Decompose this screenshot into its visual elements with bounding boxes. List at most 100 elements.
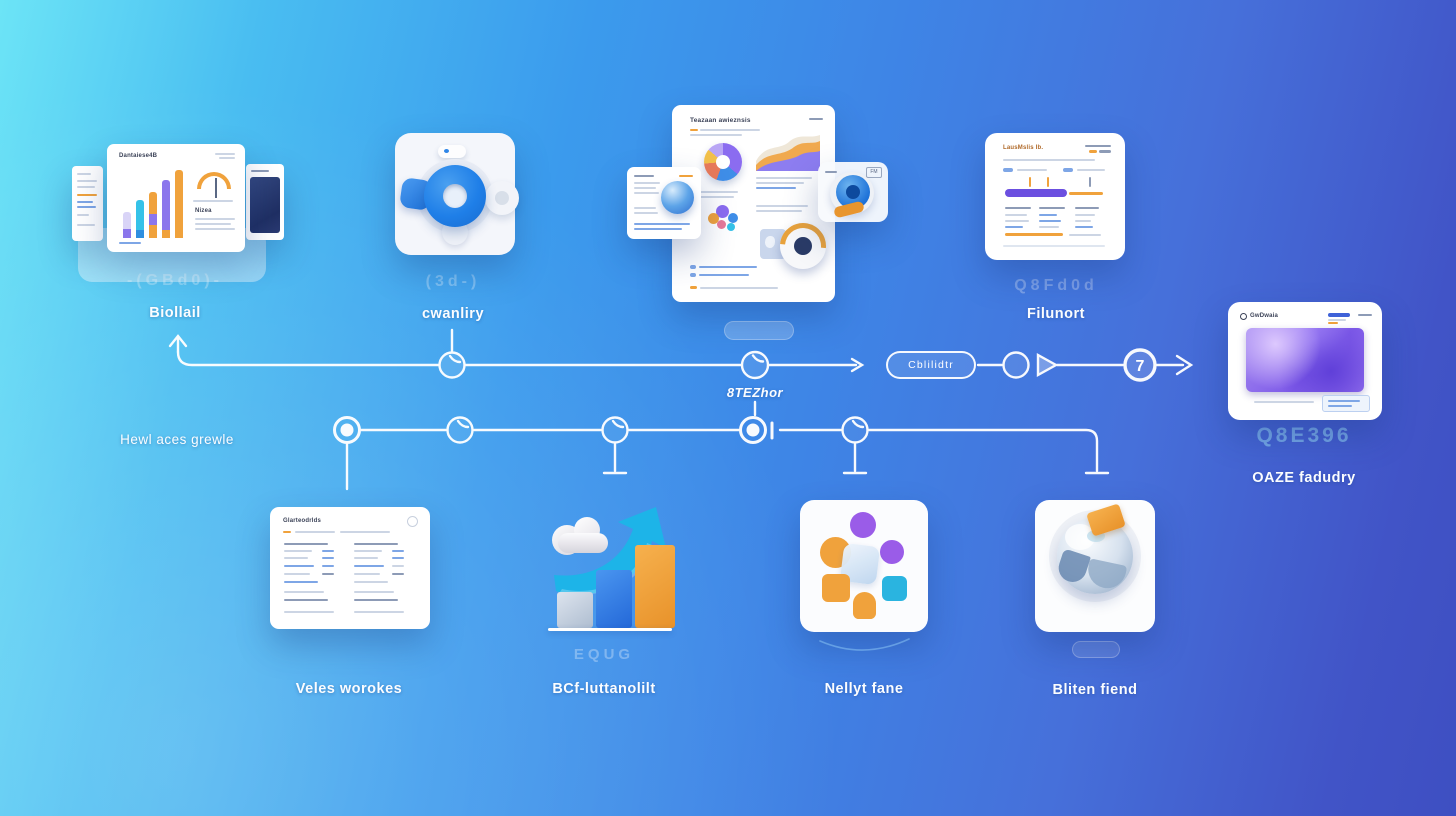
avatar-icon bbox=[407, 516, 418, 527]
skeleton-line bbox=[1005, 226, 1023, 228]
gear-card[interactable] bbox=[395, 133, 519, 255]
skeleton-line bbox=[195, 223, 231, 225]
bar-grey bbox=[557, 592, 593, 628]
skeleton-line bbox=[1099, 150, 1111, 153]
gear-donut-hole bbox=[443, 184, 467, 208]
skeleton-line bbox=[1029, 177, 1031, 187]
skeleton-line bbox=[1069, 234, 1101, 236]
skeleton-line bbox=[634, 192, 659, 194]
nav-pill[interactable] bbox=[1328, 313, 1350, 317]
dashboard-side-card-right[interactable] bbox=[246, 164, 284, 240]
veles-card[interactable]: Glarteodrlds bbox=[270, 507, 430, 629]
skeleton-line bbox=[354, 611, 404, 613]
shapes-card[interactable] bbox=[800, 500, 928, 632]
timeline-node-3[interactable] bbox=[1002, 351, 1030, 379]
skeleton-line bbox=[354, 543, 398, 545]
skeleton-line bbox=[354, 557, 378, 559]
skeleton-line bbox=[284, 543, 328, 545]
bar-chart bbox=[119, 164, 189, 238]
skeleton-line bbox=[690, 129, 698, 131]
timeline-node-1[interactable] bbox=[438, 351, 466, 379]
wave-chart bbox=[756, 135, 820, 171]
arrow-up-connector bbox=[168, 334, 188, 354]
glossy-sphere bbox=[661, 181, 694, 214]
progress-pill bbox=[724, 321, 794, 340]
skeleton-line bbox=[284, 581, 318, 583]
row2-node-2[interactable] bbox=[446, 416, 474, 444]
gear-satellite-right-hole bbox=[495, 191, 509, 205]
skeleton-line bbox=[634, 228, 682, 230]
skeleton-line bbox=[1328, 322, 1338, 324]
row2-node-3[interactable] bbox=[601, 416, 629, 444]
badge-circle[interactable] bbox=[1123, 348, 1157, 382]
stage-label-bcf: BCf-luttanolilt bbox=[552, 681, 656, 697]
skeleton-line bbox=[284, 550, 312, 552]
skeleton-line bbox=[1358, 314, 1372, 316]
dashboard-side-card-left[interactable] bbox=[72, 166, 103, 241]
skeleton-line bbox=[284, 573, 310, 575]
purple-artwork[interactable] bbox=[1246, 328, 1364, 392]
skeleton-line bbox=[1003, 168, 1013, 172]
base-platform bbox=[548, 628, 672, 631]
dashboard-main-card[interactable]: Dantaiese4B Nizea bbox=[107, 144, 245, 252]
row2-node-1-dot bbox=[340, 423, 354, 437]
skeleton-line bbox=[825, 171, 837, 173]
row2-node-4-dot bbox=[746, 423, 760, 437]
skeleton-line bbox=[77, 224, 95, 226]
skeleton-line bbox=[690, 286, 697, 289]
skeleton-line bbox=[322, 550, 334, 552]
skeleton-line bbox=[219, 157, 235, 159]
skeleton-line bbox=[1005, 233, 1063, 236]
skeleton-line bbox=[340, 531, 390, 533]
skeleton-line bbox=[634, 212, 658, 214]
scatter-illustration bbox=[708, 205, 748, 237]
skeleton-line bbox=[1047, 177, 1049, 187]
skeleton-line bbox=[1003, 159, 1095, 161]
skeleton-line bbox=[679, 175, 693, 177]
skeleton-line bbox=[284, 611, 334, 613]
purple-progress-bar bbox=[1005, 189, 1067, 197]
shape-circle-purple-top bbox=[850, 512, 876, 538]
decorative-arc bbox=[819, 638, 910, 651]
oaze-card[interactable]: GwDwaia bbox=[1228, 302, 1382, 420]
timeline-pill-button[interactable]: Cblilidtr bbox=[886, 351, 976, 379]
row2-node-1-ring[interactable] bbox=[333, 416, 361, 444]
node-2-tick bbox=[751, 354, 765, 363]
skeleton-line bbox=[1075, 214, 1095, 216]
cta-box[interactable] bbox=[1322, 395, 1370, 412]
row2-node-4-ring[interactable] bbox=[739, 416, 767, 444]
sphere-mini-card[interactable] bbox=[627, 167, 701, 239]
watermark-ghost-text: (3d-) bbox=[425, 273, 481, 290]
growth-illustration[interactable] bbox=[540, 505, 685, 635]
watermark-ghost-text: -(GBd0)- bbox=[127, 272, 223, 289]
row2-node-5[interactable] bbox=[841, 416, 869, 444]
skeleton-line bbox=[690, 191, 738, 193]
report-title: Teazaan awieznsis bbox=[690, 117, 751, 124]
skeleton-line bbox=[634, 182, 660, 184]
play-icon[interactable] bbox=[1036, 352, 1059, 378]
skeleton-line bbox=[354, 599, 398, 601]
panel-thumbnail-blob bbox=[765, 236, 775, 248]
filunort-card[interactable]: LausMslis Ib. bbox=[985, 133, 1125, 260]
timeline-node-2[interactable] bbox=[740, 350, 770, 380]
skeleton-line bbox=[354, 591, 394, 593]
skeleton-line bbox=[215, 153, 235, 155]
skeleton-line bbox=[195, 218, 235, 220]
camera-mini-card[interactable]: FM bbox=[818, 162, 888, 222]
stage-label-filunort: Filunort bbox=[1027, 306, 1085, 322]
skeleton-line bbox=[284, 599, 328, 601]
pie-card[interactable] bbox=[1035, 500, 1155, 632]
skeleton-line bbox=[1328, 319, 1346, 321]
skeleton-line bbox=[77, 180, 97, 182]
skeleton-line bbox=[756, 177, 812, 179]
skeleton-line bbox=[1085, 145, 1111, 147]
skeleton-line bbox=[1017, 169, 1047, 171]
node-1-tick bbox=[448, 354, 462, 364]
skeleton-line bbox=[392, 565, 404, 567]
skeleton-line bbox=[322, 557, 334, 559]
skeleton-line bbox=[690, 273, 696, 277]
brand-logo-icon bbox=[1240, 313, 1247, 320]
skeleton-line bbox=[1039, 214, 1057, 216]
skeleton-line bbox=[1005, 207, 1031, 209]
